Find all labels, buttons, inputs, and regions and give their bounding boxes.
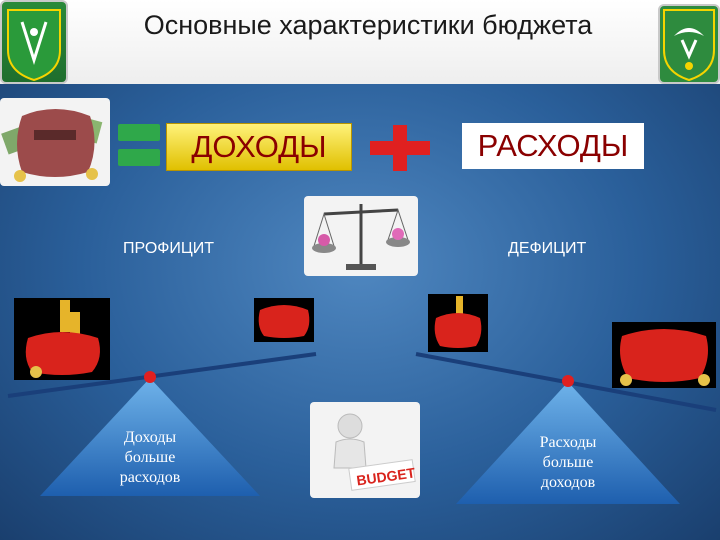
small-purse-with-coins-image: [428, 294, 488, 352]
budget-figure-image: BUDGET: [310, 402, 420, 498]
expenses-box: РАСХОДЫ: [462, 123, 644, 169]
deficit-label: ДЕФИЦИТ: [508, 240, 587, 257]
wallet-with-money-image: [0, 98, 110, 186]
city-emblem-icon: [658, 4, 720, 84]
small-purse-image: [254, 298, 314, 342]
page-title: Основные характеристики бюджета: [143, 10, 593, 40]
surplus-line-2: больше: [124, 449, 176, 466]
deficit-description: Расходы больше доходов: [516, 433, 620, 493]
scales-image: [304, 196, 418, 276]
deficit-line-2: больше: [542, 454, 594, 471]
surplus-line-1: Доходы: [123, 429, 177, 446]
deficit-line-3: доходов: [540, 474, 596, 491]
incomes-box: ДОХОДЫ: [166, 123, 352, 171]
purse-with-coins-image: [14, 298, 110, 380]
surplus-balance-graphic: [7, 352, 317, 496]
plus-sign-icon: [370, 125, 430, 171]
deficit-balance-graphic: [415, 352, 717, 504]
deficit-line-1: Расходы: [539, 434, 597, 451]
surplus-description: Доходы больше расходов: [98, 428, 202, 488]
district-emblem-icon: [0, 0, 68, 84]
equals-sign-icon: [118, 124, 160, 166]
large-purse-image: [612, 322, 716, 388]
header-bar: Основные характеристики бюджета: [0, 0, 720, 84]
surplus-label: ПРОФИЦИТ: [123, 240, 215, 257]
surplus-line-3: расходов: [119, 469, 181, 486]
